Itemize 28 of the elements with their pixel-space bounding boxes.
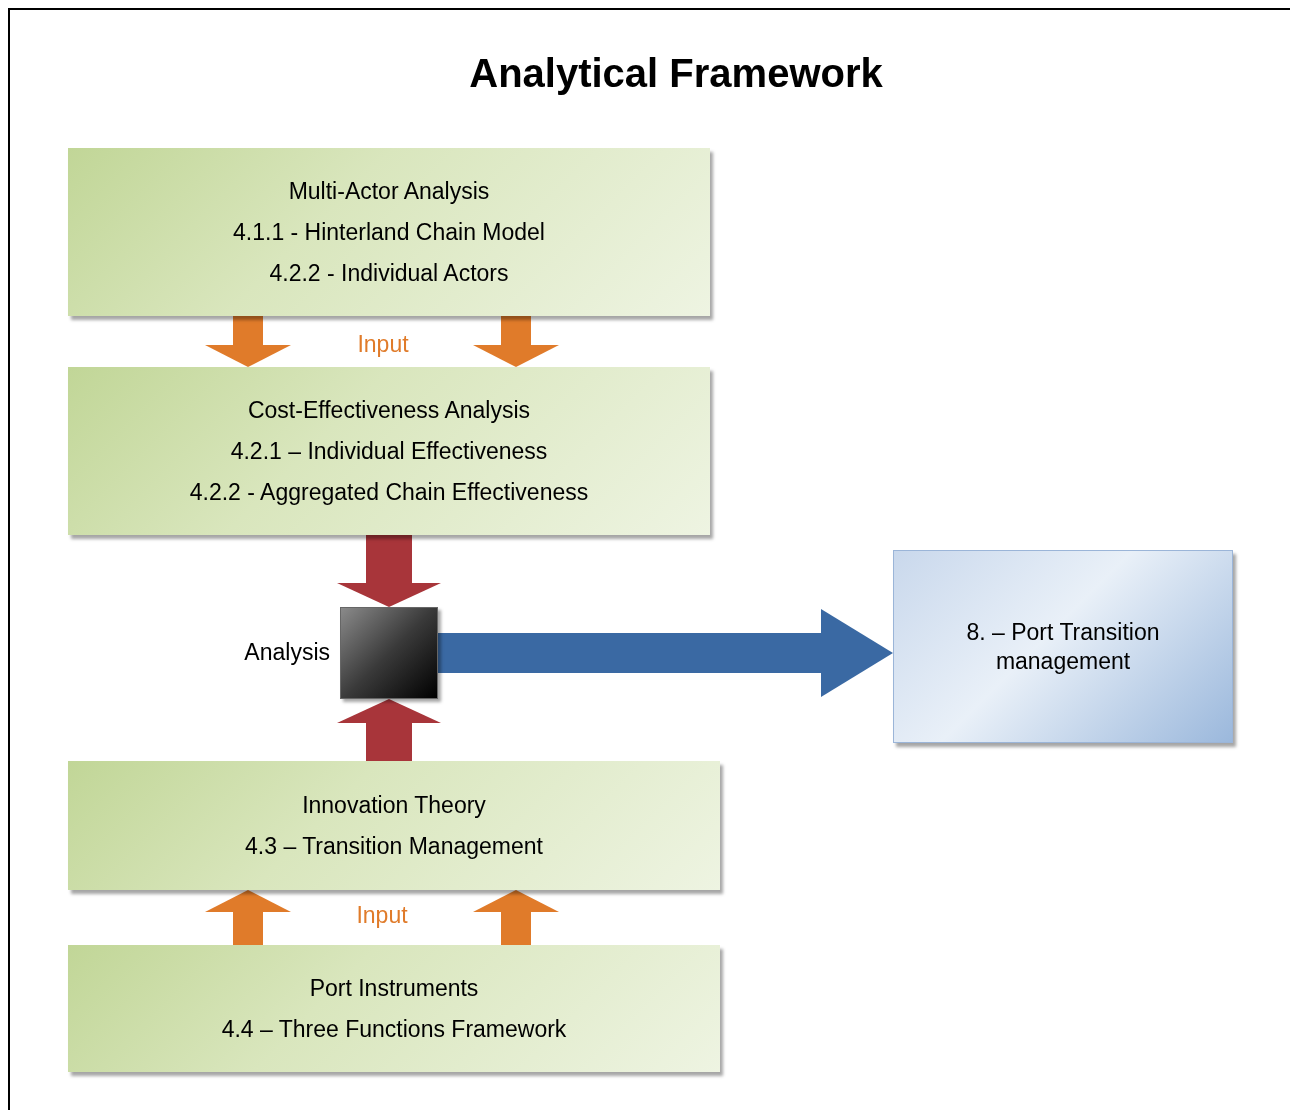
box-text: 4.1.1 - Hinterland Chain Model — [232, 217, 546, 247]
box-text: Multi-Actor Analysis — [287, 176, 491, 206]
process-box — [893, 550, 1233, 743]
box-text: Cost-Effectiveness Analysis — [246, 395, 532, 425]
diagram-title: Analytical Framework — [468, 50, 884, 97]
box-text: 8. – Port Transition management — [965, 617, 1161, 676]
block-arrow — [438, 609, 893, 697]
block-arrow — [337, 535, 441, 607]
flow-label: Input — [357, 330, 409, 359]
box-text: 4.4 – Three Functions Framework — [220, 1014, 568, 1044]
node-caption: Analysis — [243, 638, 330, 667]
process-box — [68, 945, 720, 1072]
box-text: Port Instruments — [308, 973, 480, 1003]
box-text: 4.2.2 - Aggregated Chain Effectiveness — [188, 477, 590, 507]
box-text: Innovation Theory — [301, 790, 487, 820]
block-arrow — [473, 890, 559, 945]
box-text: 4.3 – Transition Management — [244, 831, 544, 861]
box-text: 4.2.1 – Individual Effectiveness — [229, 436, 549, 466]
block-arrow — [205, 890, 291, 945]
process-box — [68, 367, 710, 535]
analysis-square — [340, 607, 438, 699]
block-arrow — [205, 316, 291, 367]
block-arrow — [337, 699, 441, 761]
process-box — [68, 148, 710, 316]
block-arrow — [473, 316, 559, 367]
flow-label: Input — [356, 901, 408, 930]
process-box — [68, 761, 720, 890]
box-text: 4.2.2 - Individual Actors — [268, 258, 510, 288]
